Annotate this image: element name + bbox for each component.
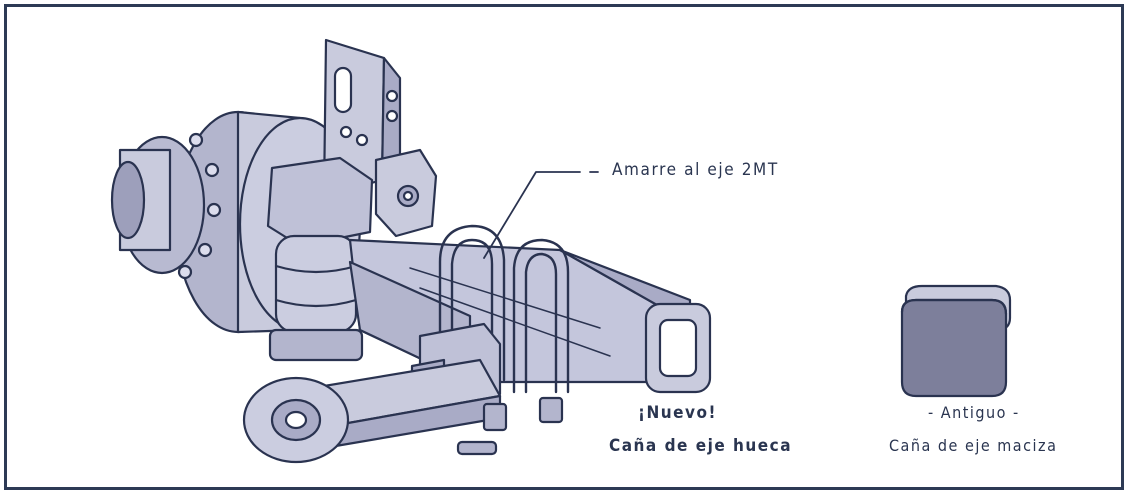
old-part-subtitle: Caña de eje maciza	[889, 436, 1058, 455]
brake-caliper	[266, 148, 438, 248]
old-part-title: - Antiguo -	[928, 403, 1020, 422]
new-part-subtitle: Caña de eje hueca	[609, 436, 793, 456]
fastener-nuts	[456, 396, 564, 456]
callout-leader	[483, 171, 599, 259]
bushing-eye	[242, 376, 350, 464]
callout-label: Amarre al eje 2MT	[612, 160, 779, 180]
upper-bracket	[322, 38, 402, 198]
hollow-tube-end	[644, 302, 712, 394]
new-part-title: ¡Nuevo!	[638, 403, 717, 423]
air-spring	[268, 234, 364, 362]
solid-axle-block	[900, 284, 1012, 398]
wheel-hub	[110, 132, 222, 280]
u-bolts	[438, 224, 570, 394]
axle-beam	[348, 238, 692, 384]
